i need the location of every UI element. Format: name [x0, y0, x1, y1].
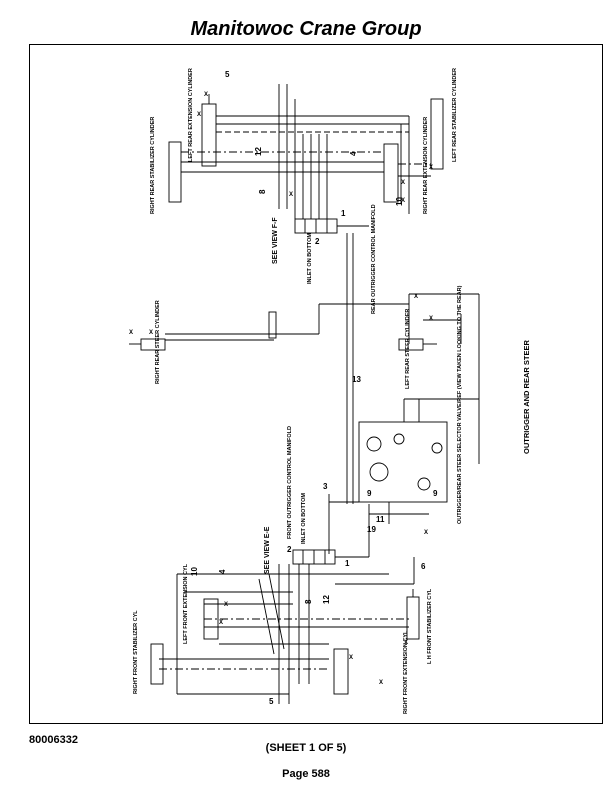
label-front-manifold: FRONT OUTRIGGER CONTROL MANIFOLD [287, 426, 293, 539]
left-front-extension-cylinder [203, 598, 219, 640]
port-marker: X [429, 316, 433, 322]
right-front-stabilizer-cylinder [150, 643, 164, 685]
callout-12: 12 [254, 147, 263, 156]
label-inlet-rear: INLET ON BOTTOM [307, 233, 313, 284]
port-marker: X [424, 530, 428, 536]
label-lh-front-stabilizer: L H FRONT STABILIZER CYL [427, 588, 433, 664]
page-number: Page 588 [282, 768, 330, 780]
callout-9: 9 [433, 489, 438, 498]
right-rear-extension-cylinder [383, 143, 399, 203]
label-right-rear-stabilizer: RIGHT REAR STABILIZER CYLINDER [150, 117, 156, 214]
drawing-frame [29, 44, 603, 724]
port-marker: X [429, 165, 433, 171]
callout-10: 10 [190, 567, 199, 576]
callout-10: 10 [395, 197, 404, 206]
port-marker: X [414, 294, 418, 300]
callout-8: 8 [304, 599, 313, 604]
label-see-view-ff: SEE VIEW F-F [272, 217, 279, 264]
callout-11: 11 [376, 515, 385, 524]
label-see-view-ee: SEE VIEW E-E [264, 526, 271, 574]
left-rear-extension-cylinder [201, 103, 217, 167]
label-left-front-extension: LEFT FRONT EXTENSION CYL [183, 563, 189, 644]
port-marker: X [401, 198, 405, 204]
port-marker: X [129, 330, 133, 336]
sheet-label: (SHEET 1 OF 5) [265, 742, 347, 754]
callout-6: 6 [421, 562, 426, 571]
right-rear-stabilizer-cylinder [168, 141, 182, 203]
port-marker: X [149, 330, 153, 336]
callout-12: 12 [322, 595, 331, 604]
label-left-rear-extension: LEFT REAR EXTENSION CYLINDER [188, 68, 194, 162]
drawing-number: 80006332 [29, 734, 78, 746]
label-right-rear-steer: RIGHT REAR STEER CYLINDER [155, 300, 161, 384]
callout-1: 1 [341, 209, 346, 218]
port-marker: X [204, 92, 208, 98]
callout-2: 2 [315, 237, 320, 246]
diagram-title: OUTRIGGER AND REAR STEER [522, 340, 531, 454]
label-right-front-extension: RIGHT FRONT EXTENSION CYL [403, 630, 409, 714]
label-selector-valve: OUTRIGGER/REAR STEER SELECTOR VALVE/REF … [457, 285, 463, 524]
port-marker: X [404, 640, 408, 646]
selector-valve [358, 421, 448, 503]
port-marker: X [219, 620, 223, 626]
callout-2: 2 [287, 545, 292, 554]
port-marker: X [379, 680, 383, 686]
hydraulic-schematic: X X X X X X X X X X X X X X X X 5 12 4 1… [129, 68, 531, 714]
callout-1: 1 [345, 559, 350, 568]
right-front-extension-cylinder [333, 648, 349, 695]
callout-4: 4 [349, 151, 358, 156]
callout-19: 19 [367, 525, 376, 534]
callout-4: 4 [218, 569, 227, 574]
callout-3: 3 [323, 482, 328, 491]
label-rear-manifold: REAR OUTRIGGER CONTROL MANIFOLD [371, 204, 377, 314]
port-marker: X [349, 655, 353, 661]
port-marker: X [401, 180, 405, 186]
label-right-rear-extension: RIGHT REAR EXTENSION CYLINDER [423, 117, 429, 214]
left-rear-steer-cylinder [398, 338, 424, 351]
port-marker: X [289, 192, 293, 198]
label-left-rear-steer: LEFT REAR STEER CYLINDER [405, 309, 411, 389]
callout-5: 5 [225, 70, 230, 79]
label-left-rear-stabilizer: LEFT REAR STABILIZER CYLINDER [452, 68, 458, 162]
callout-9: 9 [367, 489, 372, 498]
port-marker: X [224, 602, 228, 608]
port-marker: X [197, 112, 201, 118]
left-rear-stabilizer-cylinder [430, 98, 444, 170]
label-right-front-stabilizer: RIGHT FRONT STABILIZER CYL [133, 610, 139, 694]
right-rear-steer-cylinder [140, 338, 166, 351]
callout-5: 5 [269, 697, 274, 706]
callout-8: 8 [258, 189, 267, 194]
label-inlet-front: INLET ON BOTTOM [301, 493, 307, 544]
company-header: Manitowoc Crane Group [190, 18, 422, 40]
callout-13: 13 [352, 375, 361, 384]
